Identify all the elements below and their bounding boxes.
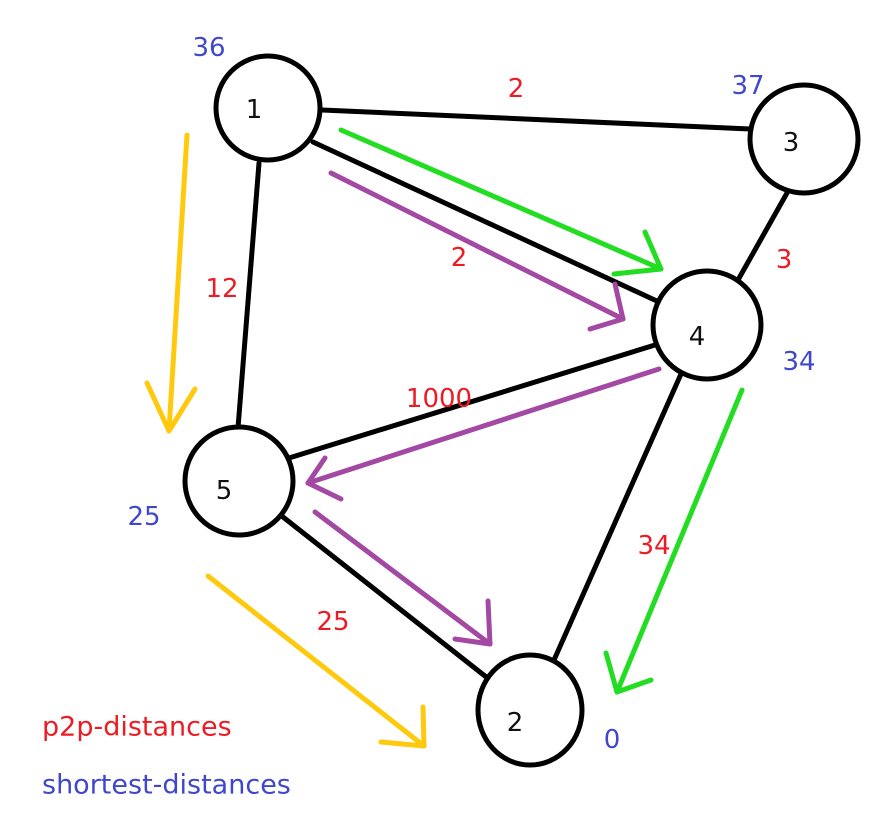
weight-edge-5-2: 25 <box>316 607 349 637</box>
weight-edge-4-2: 34 <box>637 531 670 561</box>
weight-edge-1-3: 2 <box>508 74 525 104</box>
green-arrow-4-to-2 <box>614 387 745 695</box>
weight-edge-3-4: 3 <box>776 245 793 275</box>
node-3-label: 3 <box>783 128 800 158</box>
yellow-arrow-1-to-5 <box>166 132 190 434</box>
node-2[interactable]: 2 <box>475 652 585 768</box>
node-4[interactable]: 4 <box>650 268 764 382</box>
shortest-distances-layer: 36 37 34 25 0 <box>127 33 815 755</box>
edge-1-4 <box>310 139 662 305</box>
shortest-distance-node-2: 0 <box>604 725 621 755</box>
node-5[interactable]: 5 <box>182 424 296 538</box>
purple-arrow-5-to-2 <box>312 509 493 647</box>
edge-4-5 <box>286 342 658 461</box>
weight-edge-1-5: 12 <box>205 274 238 304</box>
edge-4-2 <box>551 371 684 663</box>
node-5-label: 5 <box>216 476 233 506</box>
shortest-distance-node-1: 36 <box>192 33 225 63</box>
node-4-label: 4 <box>689 322 706 352</box>
node-4-circle[interactable] <box>650 268 764 382</box>
node-2-label: 2 <box>507 708 524 738</box>
purple-arrowhead-4-to-5 <box>305 455 344 502</box>
legend-p2p-distances: p2p-distances <box>42 712 232 743</box>
purple-arrow-1-to-4 <box>328 170 626 322</box>
node-3-circle[interactable] <box>747 82 861 196</box>
shortest-distance-node-3: 37 <box>731 71 764 101</box>
node-1-circle[interactable] <box>213 53 323 163</box>
edge-5-2 <box>280 514 493 683</box>
yellow-arrowhead-1-to-5 <box>144 380 198 434</box>
path-arrows-layer <box>144 127 745 749</box>
weight-edge-4-5: 1000 <box>406 384 472 414</box>
edge-1-5 <box>235 160 262 431</box>
green-arrowhead-4-to-2 <box>603 650 654 695</box>
yellow-arrowhead-5-to-2 <box>378 704 427 749</box>
node-1-label: 1 <box>246 95 263 125</box>
shortest-distance-node-5: 25 <box>127 502 160 532</box>
edges-layer <box>235 107 790 683</box>
edge-3-4 <box>735 190 790 283</box>
node-5-circle[interactable] <box>182 424 296 538</box>
yellow-arrow-5-to-2 <box>205 573 427 749</box>
node-1[interactable]: 1 <box>213 53 323 163</box>
legend: p2p-distances shortest-distances <box>42 712 291 801</box>
purple-arrowhead-1-to-4 <box>587 281 626 332</box>
edge-weights-layer: 2 2 12 3 1000 34 25 <box>205 74 792 637</box>
green-arrow-1-to-4 <box>338 127 664 272</box>
shortest-distance-node-4: 34 <box>782 347 815 377</box>
nodes-layer: 1 3 4 5 2 <box>182 53 861 768</box>
node-2-circle[interactable] <box>475 652 585 768</box>
node-3[interactable]: 3 <box>747 82 861 196</box>
weight-edge-1-4: 2 <box>451 243 468 273</box>
edge-1-3 <box>319 107 753 132</box>
green-arrowhead-1-to-4 <box>611 229 664 277</box>
purple-arrowhead-5-to-2 <box>452 598 493 647</box>
purple-arrow-4-to-5 <box>305 366 662 486</box>
legend-shortest-distances: shortest-distances <box>42 770 291 801</box>
